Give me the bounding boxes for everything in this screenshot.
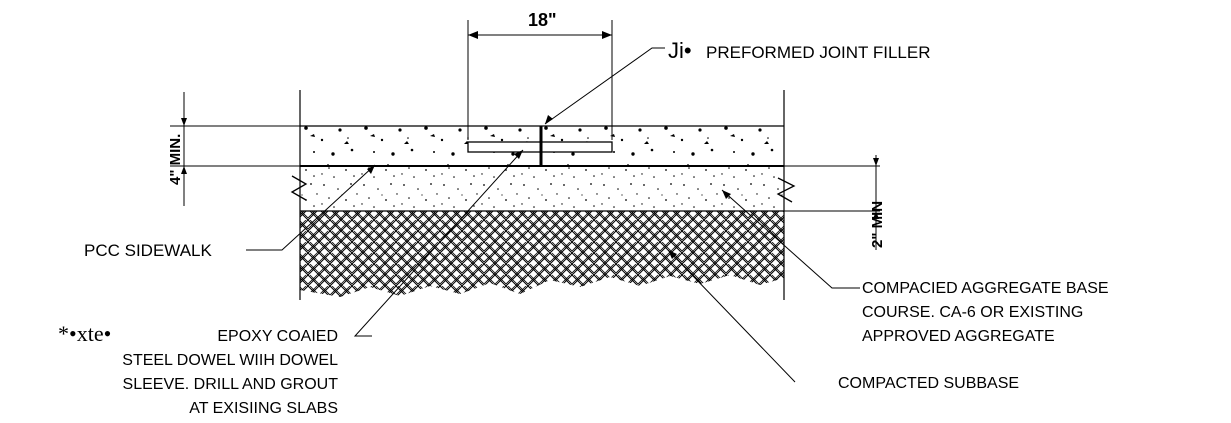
joint-filler-prefix: Ji• bbox=[668, 38, 692, 63]
aggregate-base-line-3: APPROVED AGGREGATE bbox=[862, 328, 1055, 345]
dowel-label-line-4: AT EXISIING SLABS bbox=[189, 400, 338, 417]
dowel-prefix: *•xte• bbox=[58, 321, 111, 346]
aggregate-base-line-2: COURSE. CA-6 OR EXISTING bbox=[862, 304, 1083, 321]
dowel-label-line-3: SLEEVE. DRILL AND GROUT bbox=[123, 376, 339, 393]
dimension-base-thickness: 2" MIN bbox=[869, 201, 886, 248]
aggregate-base-line-1: COMPACIED AGGREGATE BASE bbox=[862, 280, 1109, 297]
dimension-dowel-spacing: 18" bbox=[528, 10, 557, 30]
sidewalk-label: PCC SIDEWALK bbox=[84, 241, 213, 260]
left-break-symbol bbox=[290, 175, 308, 201]
dimension-slab-thickness: 4" MIN. bbox=[167, 134, 184, 185]
subbase-label: COMPACTED SUBBASE bbox=[838, 375, 1019, 392]
dowel-label-line-1: EPOXY COAIED bbox=[217, 328, 338, 345]
joint-filler-label: PREFORMED JOINT FILLER bbox=[706, 43, 931, 62]
right-break-symbol bbox=[776, 177, 796, 203]
aggregate-base bbox=[300, 167, 784, 211]
dowel-label-line-2: STEEL DOWEL WIIH DOWEL bbox=[122, 352, 338, 369]
subbase-hatch bbox=[300, 211, 784, 297]
